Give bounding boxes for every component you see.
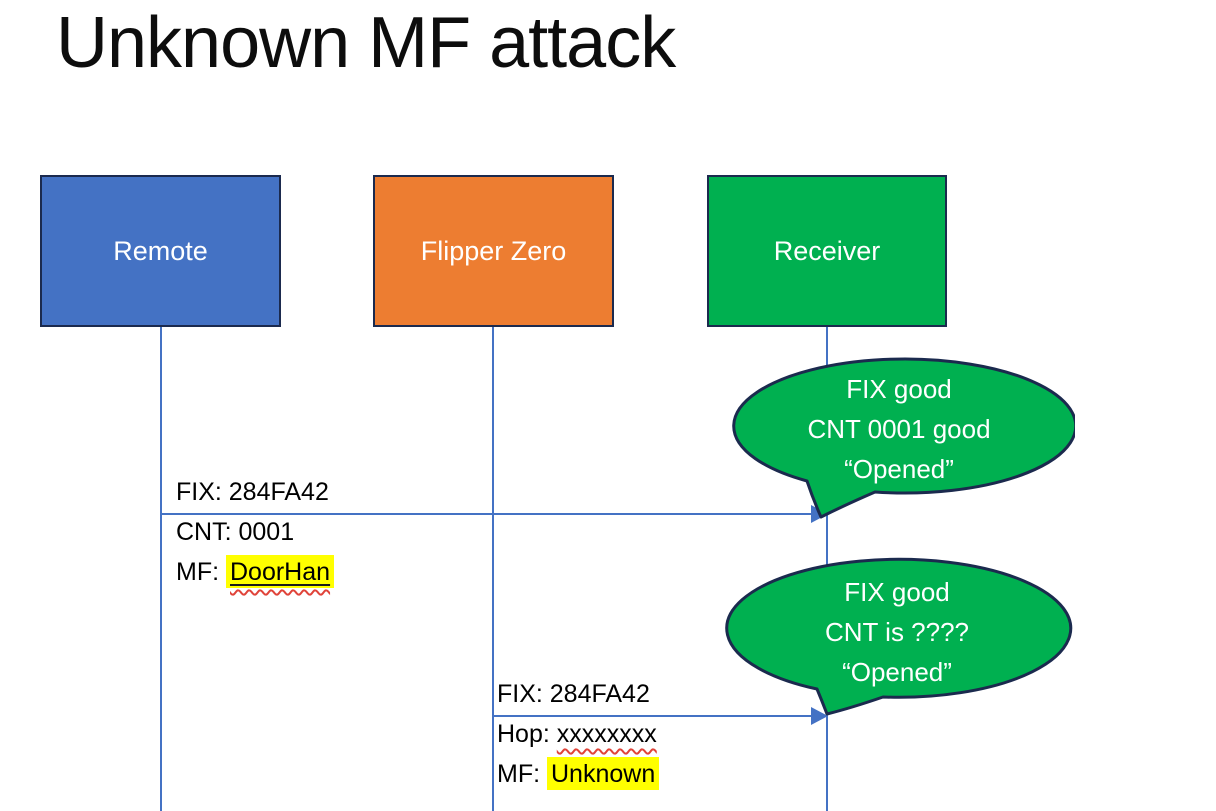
message-2-hop-prefix: Hop:: [497, 720, 557, 748]
message-1-mf-value-highlighted: DoorHan: [226, 555, 335, 588]
slide-title: Unknown MF attack: [56, 3, 676, 83]
message-2-line-mf: MF: Unknown: [497, 754, 660, 794]
speech-bubble-2-text: FIX good CNT is ???? “Opened”: [721, 572, 1073, 692]
actor-label-flipper-zero: Flipper Zero: [420, 235, 567, 266]
message-1-line-mf: MF: DoorHan: [176, 552, 335, 592]
bubble-1-line-2: CNT 0001 good: [807, 414, 991, 444]
message-1-line-cnt: CNT: 0001: [176, 518, 295, 546]
actor-box-flipper-zero: Flipper Zero: [373, 175, 614, 327]
actor-box-receiver: Receiver: [707, 175, 947, 327]
message-2-hop-value: xxxxxxxx: [556, 720, 657, 748]
message-2-mf-value-highlighted: Unknown: [547, 757, 660, 790]
bubble-1-line-1: FIX good: [846, 374, 952, 404]
message-1-line-fix: FIX: 284FA42: [176, 478, 329, 506]
actor-label-remote: Remote: [113, 235, 208, 266]
message-2-text: FIX: 284FA42 Hop: xxxxxxxx MF: Unknown: [497, 674, 660, 794]
lifeline-flipper-zero: [492, 326, 494, 811]
speech-bubble-1: [732, 357, 1075, 519]
message-1-text: FIX: 284FA42 CNT: 0001 MF: DoorHan: [176, 472, 335, 592]
actor-box-remote: Remote: [40, 175, 281, 327]
speech-bubble-1-shape: [732, 357, 1075, 519]
message-2-mf-prefix: MF:: [497, 760, 547, 788]
speech-bubble-1-text: FIX good CNT 0001 good “Opened”: [723, 369, 1075, 489]
message-2-line-hop: Hop: xxxxxxxx: [497, 714, 659, 754]
message-arrow-flipper-to-receiver: [493, 715, 812, 717]
bubble-2-line-3: “Opened”: [842, 657, 952, 687]
actor-label-receiver: Receiver: [773, 235, 881, 266]
message-1-mf-prefix: MF:: [176, 558, 226, 586]
bubble-2-line-1: FIX good: [844, 577, 950, 607]
lifeline-remote: [160, 326, 162, 811]
arrowhead-icon: [811, 707, 828, 725]
speech-bubble-2: [725, 557, 1073, 716]
message-2-line-fix: FIX: 284FA42: [497, 680, 650, 708]
speech-bubble-2-shape: [725, 557, 1073, 716]
message-arrow-remote-to-receiver: [161, 513, 812, 515]
bubble-2-line-2: CNT is ????: [824, 617, 970, 647]
bubble-1-line-3: “Opened”: [844, 454, 954, 484]
